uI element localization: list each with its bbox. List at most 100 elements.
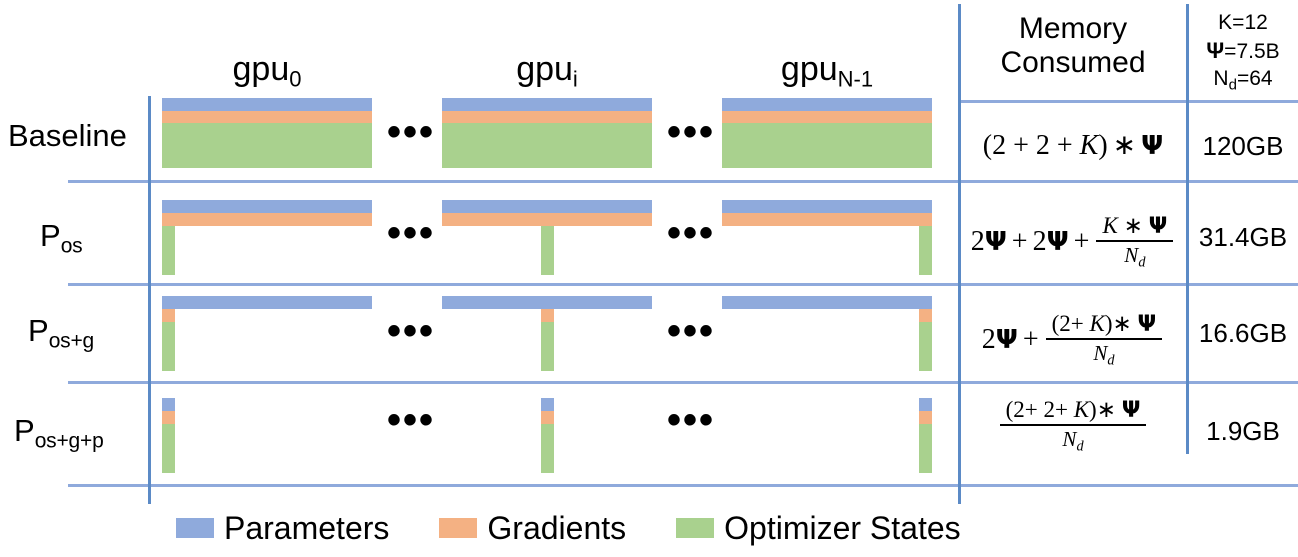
- grid-line-baseline-bottom: [68, 180, 1298, 183]
- column-header-gpu-i: gpui: [442, 52, 652, 91]
- ellipsis-baseline-1: •••: [387, 110, 436, 154]
- bar-segment-optimizer-states: [919, 322, 932, 371]
- row-label-p-os-sub: os: [60, 234, 83, 258]
- row-label-p-os-g-text: P: [28, 313, 49, 348]
- bar-segment-optimizer-states: [442, 123, 652, 168]
- legend-item-gradients: Gradients: [439, 512, 626, 544]
- bar-segment-parameters: [722, 200, 932, 213]
- bar-group-p-os-g-p-gpu-0: [162, 398, 372, 473]
- bar-segment-gradients: [722, 213, 932, 226]
- row-label-p-os-g-p-text: P: [14, 413, 35, 448]
- memory-value-baseline: 120GB: [1202, 131, 1284, 161]
- row-label-p-os-text: P: [40, 218, 61, 253]
- bar-segment-parameters: [442, 296, 652, 309]
- bar-segment-parameters: [442, 200, 652, 213]
- bar-group-p-os-g-p-gpu-n-1: [722, 398, 932, 473]
- bar-segment-gradients: [162, 309, 175, 322]
- bar-segment-gradients: [919, 411, 932, 424]
- ellipsis-p-os-g-1: •••: [387, 309, 436, 353]
- grid-line-header-bottom-mem: [958, 100, 1298, 103]
- constant-psi: Ψ=7.5B: [1206, 37, 1280, 63]
- bar-segment-parameters: [722, 98, 932, 111]
- divider-value-column: [1186, 4, 1189, 454]
- row-label-p-os-g-p-sub: os+g+p: [34, 429, 104, 453]
- fraction-p-os-g: (2+ K)∗ Ψ Nd: [1045, 312, 1163, 368]
- bar-segment-optimizer-states: [541, 424, 554, 473]
- bar-group-baseline-gpu-i: [442, 98, 652, 168]
- bar-segment-optimizer-states: [722, 123, 932, 168]
- formula-baseline: (2 + 2 + K)∗Ψ: [982, 130, 1164, 161]
- formula-p-os: 2Ψ+2Ψ+ K ∗ Ψ Nd: [962, 214, 1184, 270]
- bar-segment-gradients: [162, 213, 372, 226]
- grid-line-pos-bottom: [68, 283, 1298, 286]
- bar-segment-optimizer-states: [162, 123, 372, 168]
- legend: Parameters Gradients Optimizer States: [176, 512, 961, 544]
- column-header-gpu-n-1: gpuN-1: [722, 52, 932, 91]
- ellipsis-p-os-g-p-1: •••: [387, 398, 436, 442]
- bar-segment-parameters: [722, 296, 932, 309]
- ellipsis-p-os-2: •••: [667, 211, 716, 255]
- bar-segment-gradients: [541, 309, 554, 322]
- constant-nd: Nd=64: [1213, 66, 1273, 94]
- column-header-gpu-0-base: gpu: [232, 50, 290, 88]
- row-label-baseline: Baseline: [8, 120, 127, 151]
- bar-segment-gradients: [541, 411, 554, 424]
- bar-segment-gradients: [442, 213, 652, 226]
- bar-group-p-os-gpu-n-1: [722, 200, 932, 275]
- ellipsis-p-os-g-p-2: •••: [667, 398, 716, 442]
- grid-line-posg-bottom: [68, 381, 1298, 384]
- memory-value-p-os: 31.4GB: [1198, 222, 1288, 252]
- bar-segment-parameters: [919, 398, 932, 411]
- bar-segment-gradients: [919, 309, 932, 322]
- legend-item-optimizer-states: Optimizer States: [676, 512, 961, 544]
- bar-group-p-os-g-gpu-n-1: [722, 296, 932, 371]
- legend-label-gradients: Gradients: [487, 510, 627, 546]
- bar-segment-parameters: [162, 200, 372, 213]
- bar-segment-gradients: [442, 111, 652, 123]
- bar-segment-parameters: [442, 98, 652, 111]
- column-header-gpu-n-1-sub: N-1: [837, 66, 874, 92]
- column-header-gpu-i-base: gpu: [516, 50, 573, 88]
- bar-group-baseline-gpu-n-1: [722, 98, 932, 168]
- bar-segment-gradients: [162, 411, 175, 424]
- bar-segment-parameters: [541, 398, 554, 411]
- memory-value-p-os-g-p: 1.9GB: [1206, 416, 1280, 446]
- column-header-gpu-n-1-base: gpu: [780, 50, 838, 88]
- bar-group-baseline-gpu-0: [162, 98, 372, 168]
- legend-swatch-gradients-icon: [439, 518, 478, 538]
- column-header-gpu-0-sub: 0: [289, 66, 302, 92]
- legend-label-parameters: Parameters: [224, 510, 390, 546]
- ellipsis-p-os-g-2: •••: [667, 309, 716, 353]
- bar-group-p-os-g-p-gpu-i: [442, 398, 652, 473]
- bar-segment-optimizer-states: [162, 322, 175, 371]
- formula-p-os-g: 2Ψ+ (2+ K)∗ Ψ Nd: [962, 312, 1184, 368]
- bar-segment-gradients: [162, 111, 372, 123]
- column-header-gpu-i-sub: i: [572, 66, 578, 92]
- divider-row-labels: [148, 96, 151, 504]
- bar-segment-optimizer-states: [919, 424, 932, 473]
- bar-group-p-os-gpu-0: [162, 200, 372, 275]
- bar-segment-optimizer-states: [919, 226, 932, 275]
- bar-segment-parameters: [162, 398, 175, 411]
- ellipsis-baseline-2: •••: [667, 110, 716, 154]
- fraction-p-os: K ∗ Ψ Nd: [1096, 214, 1174, 270]
- divider-memory-column: [958, 4, 961, 504]
- bar-segment-gradients: [722, 111, 932, 123]
- bar-group-p-os-g-gpu-0: [162, 296, 372, 371]
- formula-p-os-g-p: (2+ 2+ K)∗ Ψ Nd: [962, 396, 1184, 456]
- grid-line-posgp-bottom: [68, 484, 1298, 487]
- bar-group-p-os-g-gpu-i: [442, 296, 652, 371]
- bar-group-p-os-gpu-i: [442, 200, 652, 275]
- bar-segment-optimizer-states: [541, 226, 554, 275]
- table-header-constants: K=12 Ψ=7.5B Nd=64: [1190, 10, 1296, 94]
- bar-segment-parameters: [162, 98, 372, 111]
- row-label-p-os-g-p: Pos+g+p: [14, 415, 104, 452]
- column-header-gpu-0: gpu0: [162, 52, 372, 91]
- bar-segment-optimizer-states: [541, 322, 554, 371]
- legend-swatch-optimizer-states-icon: [676, 518, 715, 538]
- bar-segment-optimizer-states: [162, 424, 175, 473]
- row-label-p-os-g: Pos+g: [28, 315, 94, 352]
- bar-segment-optimizer-states: [162, 226, 175, 275]
- row-label-p-os: Pos: [40, 218, 83, 258]
